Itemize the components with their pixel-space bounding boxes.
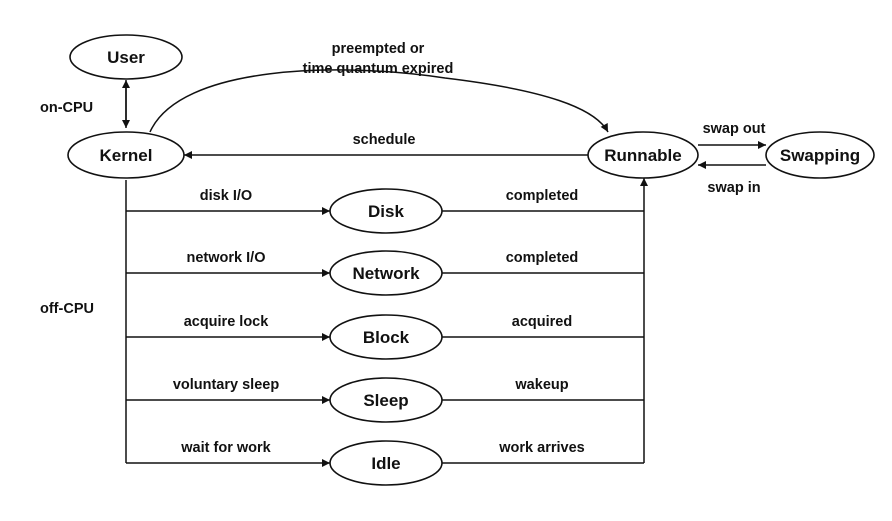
node-sleep: Sleep — [329, 377, 443, 423]
node-sleep-label: Sleep — [363, 391, 408, 410]
label-disk-io: disk I/O — [200, 188, 252, 204]
label-network-io: network I/O — [187, 250, 266, 266]
node-user: User — [69, 34, 183, 80]
label-network-completed: completed — [506, 250, 579, 266]
node-kernel: Kernel — [67, 131, 185, 179]
label-wakeup: wakeup — [514, 377, 568, 393]
label-preempted-line2: time quantum expired — [303, 61, 454, 77]
node-swapping-label: Swapping — [780, 146, 860, 165]
label-disk-completed: completed — [506, 188, 579, 204]
label-swap-in: swap in — [707, 180, 760, 196]
node-kernel-label: Kernel — [100, 146, 153, 165]
label-swap-out: swap out — [703, 121, 766, 137]
node-block: Block — [329, 314, 443, 360]
label-schedule: schedule — [353, 132, 416, 148]
label-on-cpu: on-CPU — [40, 100, 93, 116]
label-wait-for-work: wait for work — [180, 440, 271, 456]
label-work-arrives: work arrives — [498, 440, 584, 456]
node-user-label: User — [107, 48, 145, 67]
node-idle-label: Idle — [371, 454, 400, 473]
node-idle: Idle — [329, 440, 443, 486]
label-preempted-line1: preempted or — [332, 41, 425, 57]
node-swapping: Swapping — [765, 131, 875, 179]
node-runnable: Runnable — [587, 131, 699, 179]
label-voluntary-sleep: voluntary sleep — [173, 377, 280, 393]
label-acquire-lock: acquire lock — [184, 314, 270, 330]
label-off-cpu: off-CPU — [40, 301, 94, 317]
node-disk-label: Disk — [368, 202, 404, 221]
node-network: Network — [329, 250, 443, 296]
label-acquired: acquired — [512, 314, 572, 330]
node-disk: Disk — [329, 188, 443, 234]
node-network-label: Network — [352, 264, 420, 283]
node-runnable-label: Runnable — [604, 146, 681, 165]
node-block-label: Block — [363, 328, 410, 347]
edge-preempted — [149, 69, 609, 133]
